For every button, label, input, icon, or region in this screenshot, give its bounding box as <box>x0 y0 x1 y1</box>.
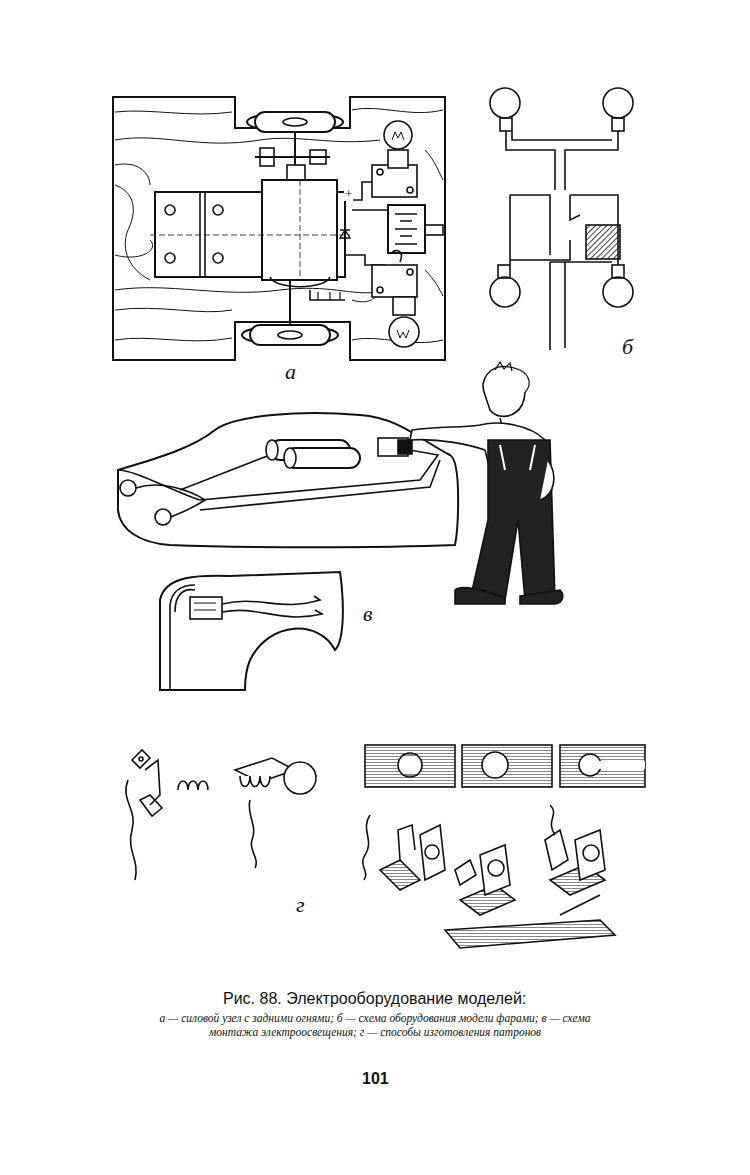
board <box>365 745 645 787</box>
boy-figure <box>410 362 563 604</box>
polarity-sign: + <box>344 187 353 201</box>
power-unit <box>113 97 445 360</box>
panel-letter: г <box>296 893 305 917</box>
headlight-scheme <box>490 88 633 350</box>
wood-grain <box>115 108 443 342</box>
brackets <box>363 805 615 948</box>
socket-making <box>126 745 645 948</box>
page-number: 101 <box>362 1070 389 1088</box>
panel-letter: в <box>363 602 373 626</box>
caption-legend: а — силовой узел с задними огнями; б — с… <box>140 1011 610 1040</box>
panel-letter: а <box>285 360 296 384</box>
figure-caption: Рис. 88. Электрооборудование моделей: <box>223 990 526 1008</box>
car-wiring <box>118 362 563 690</box>
panel-letter: б <box>622 335 633 359</box>
